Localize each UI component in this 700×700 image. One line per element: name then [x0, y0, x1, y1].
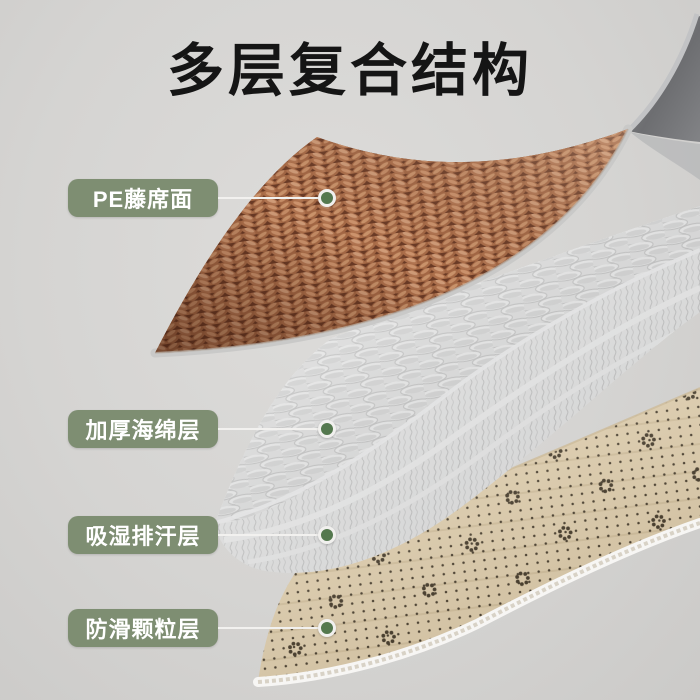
callout-marker-dot [318, 619, 336, 637]
callout-pill-sponge-layer: 加厚海绵层 [68, 410, 218, 448]
callout-pill-rattan-surface: PE藤席面 [68, 179, 218, 217]
callout-label: 加厚海绵层 [85, 418, 201, 443]
callout-marker-dot [318, 420, 336, 438]
callout-leader-line [218, 534, 320, 536]
callout-marker-dot [318, 189, 336, 207]
rattan-layer-graphic [150, 13, 700, 358]
callout-pill-antislip-layer: 防滑颗粒层 [68, 609, 218, 647]
callout-leader-line [218, 197, 320, 199]
callout-label: 吸湿排汗层 [85, 524, 201, 549]
callout-pill-wicking-layer: 吸湿排汗层 [68, 516, 218, 554]
callout-label: PE藤席面 [92, 187, 194, 212]
callout-marker-dot [318, 526, 336, 544]
mat-curl-graphic [624, 13, 700, 180]
callout-leader-line [218, 627, 320, 629]
callout-leader-line [218, 428, 320, 430]
callout-label: 防滑颗粒层 [85, 617, 201, 642]
page-title: 多层复合结构 [167, 39, 533, 103]
